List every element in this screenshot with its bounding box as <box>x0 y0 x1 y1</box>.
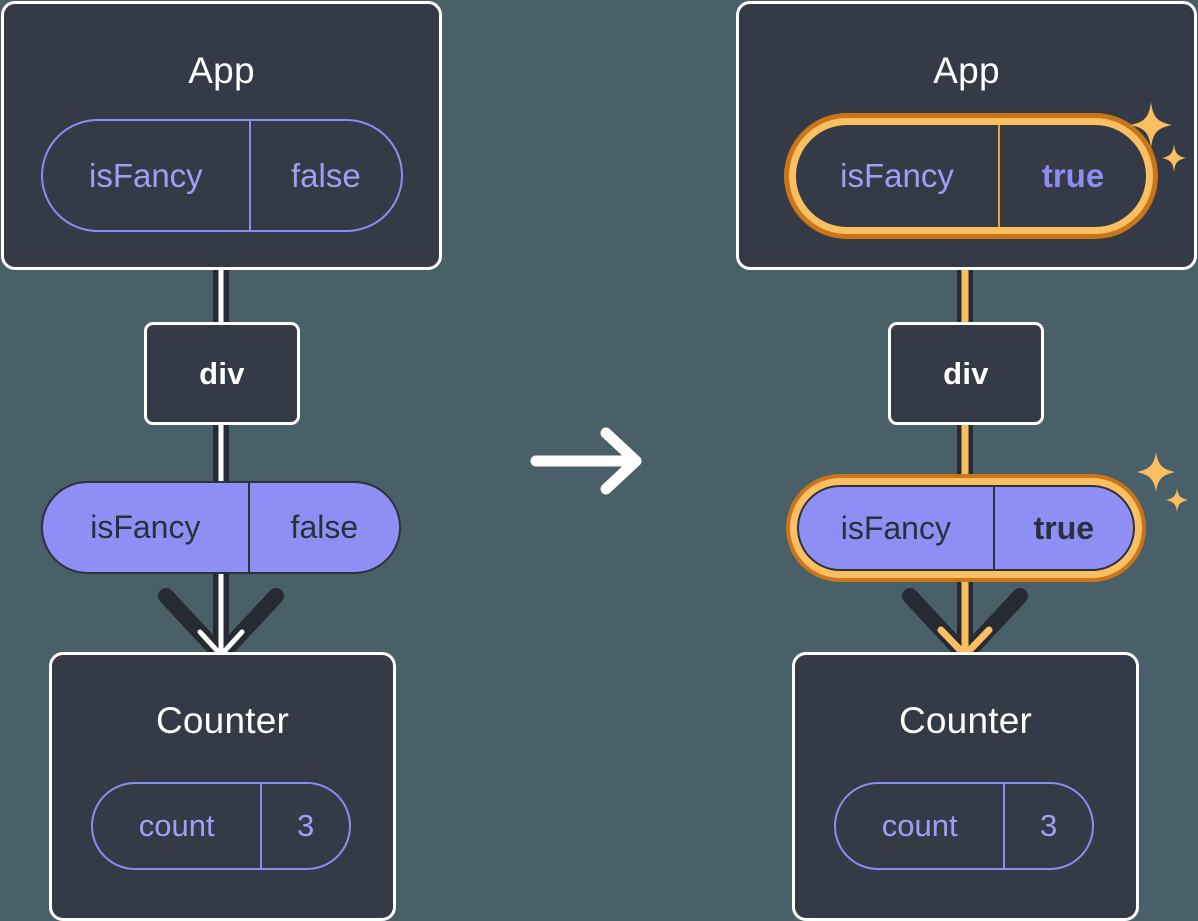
app-title-before: App <box>188 50 255 91</box>
pill-value: 3 <box>1003 784 1092 868</box>
prop-pill-before[interactable]: isFancy false <box>41 481 401 574</box>
div-node-after[interactable]: div <box>888 322 1044 425</box>
div-node-before[interactable]: div <box>144 322 300 425</box>
counter-state-pill-before[interactable]: count 3 <box>91 782 351 870</box>
div-label: div <box>199 355 245 391</box>
pill-value: true <box>998 125 1146 227</box>
pill-key: count <box>881 808 958 843</box>
pill-value: false <box>247 483 399 572</box>
pill-key: isFancy <box>840 509 951 546</box>
pill-key: isFancy <box>840 157 954 194</box>
counter-title-after: Counter <box>898 700 1033 741</box>
right-connector-highlight <box>937 220 993 663</box>
pill-value: false <box>248 121 401 230</box>
right-arrow-icon <box>530 427 642 495</box>
pill-value: true <box>992 487 1133 569</box>
pill-value: 3 <box>260 784 349 868</box>
counter-state-pill-after[interactable]: count 3 <box>834 782 1094 870</box>
pill-key: isFancy <box>88 156 203 194</box>
pill-key: count <box>138 808 215 843</box>
counter-title-before: Counter <box>155 700 290 741</box>
app-state-pill-core-after <box>796 125 1146 227</box>
prop-pill-after[interactable]: isFancy true <box>797 485 1135 571</box>
left-connector-light <box>197 221 245 662</box>
app-title-after: App <box>933 50 1000 91</box>
div-label: div <box>943 355 989 391</box>
app-state-pill-after[interactable]: isFancy true <box>796 125 1146 227</box>
app-state-pill-before[interactable]: isFancy false <box>41 119 403 232</box>
pill-key: isFancy <box>90 509 201 545</box>
